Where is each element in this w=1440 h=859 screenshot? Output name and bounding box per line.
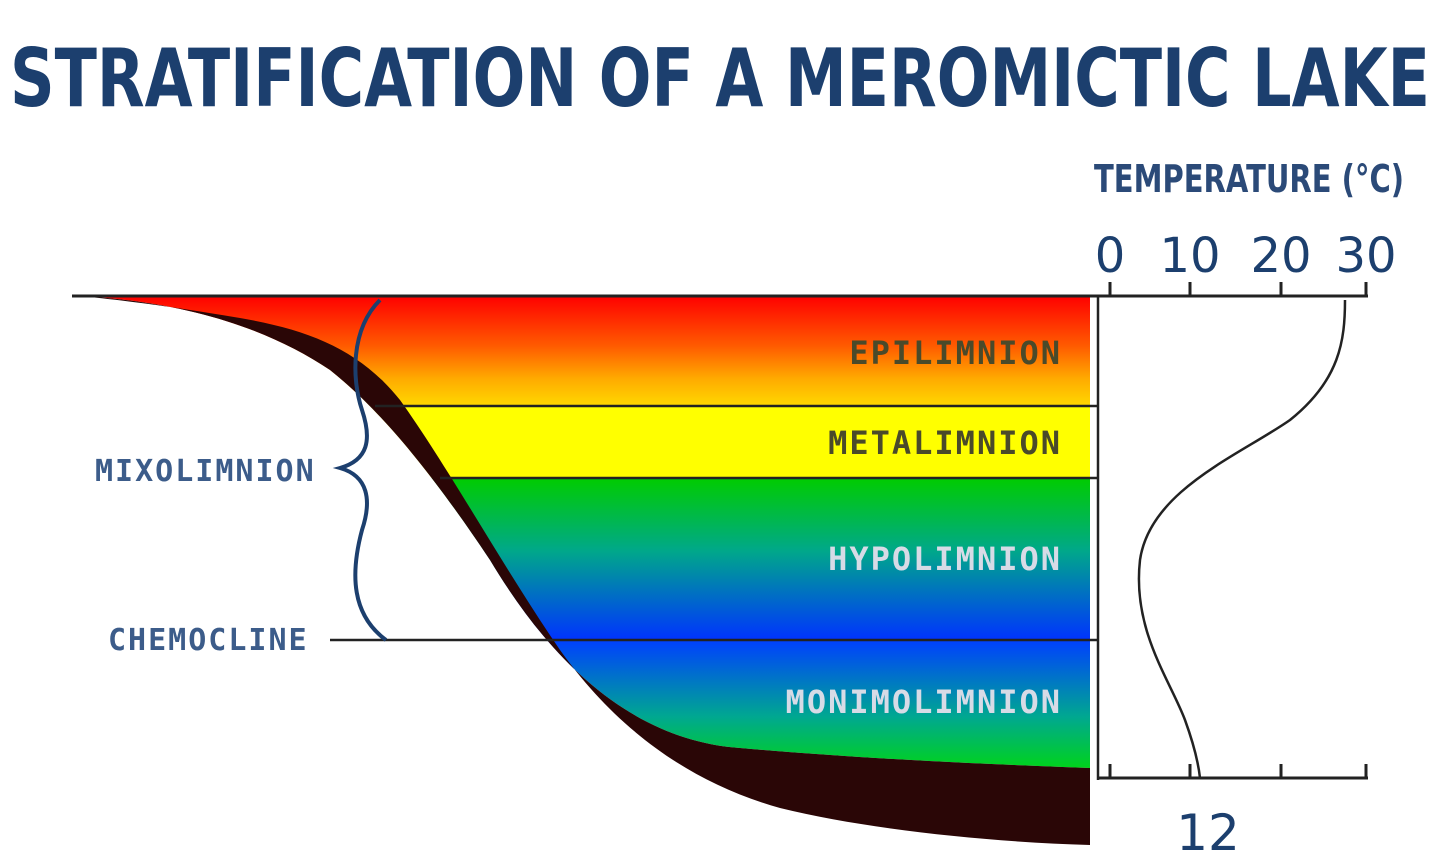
- temperature-bottom-axis: [1098, 764, 1368, 780]
- temperature-tick-label-20: 20: [1250, 228, 1311, 284]
- temperature-tick-label-0: 0: [1095, 228, 1126, 284]
- epilimnion-label: EPILIMNION: [849, 334, 1062, 372]
- diagram-title: STRATIFICATION OF A MEROMICTIC LAKE: [10, 32, 1430, 125]
- temperature-tick-label-10: 10: [1159, 228, 1220, 284]
- bottom-temperature-marker: 12: [1176, 804, 1240, 859]
- lake-bed-sediment: [80, 296, 1090, 845]
- hypolimnion-label: HYPOLIMNION: [828, 540, 1062, 578]
- temperature-top-axis: [1098, 282, 1368, 298]
- metalimnion-label: METALIMNION: [828, 424, 1062, 462]
- mixolimnion-label: MIXOLIMNION: [95, 454, 316, 489]
- temperature-axis-label: TEMPERATURE (°C): [1094, 157, 1404, 201]
- chemocline-label: CHEMOCLINE: [108, 623, 309, 658]
- temperature-tick-label-30: 30: [1335, 228, 1396, 284]
- mixolimnion-brace: [332, 298, 388, 642]
- temperature-profile-curve: [1137, 299, 1347, 779]
- monimolimnion-label: MONIMOLIMNION: [786, 683, 1062, 721]
